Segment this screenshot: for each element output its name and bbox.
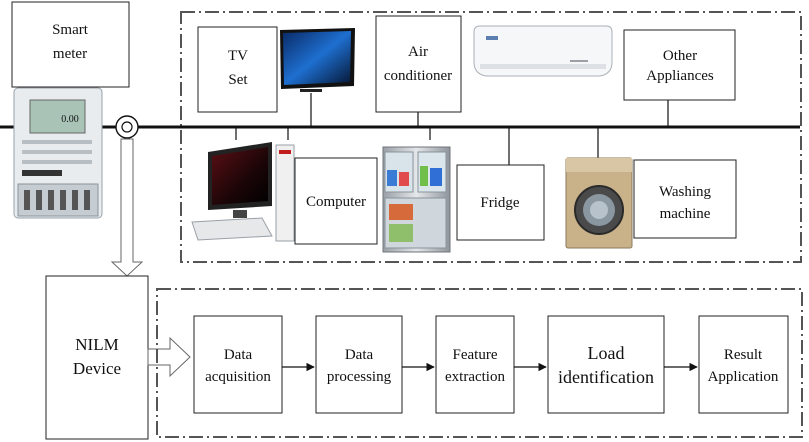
- computer-box: Computer: [294, 157, 378, 245]
- tv-icon: [280, 28, 355, 92]
- pipeline-step-result-application: Result Application: [698, 315, 789, 414]
- step-1-line-1: Data: [224, 347, 253, 363]
- fridge-box: Fridge: [456, 164, 545, 241]
- pipeline-step-load-identification: Load identification: [547, 315, 665, 414]
- pipeline-step-feature-extraction: Feature extraction: [435, 315, 515, 414]
- sensor-to-nilm-arrow: [110, 138, 144, 277]
- fridge-label: Fridge: [480, 195, 520, 211]
- ac-label-line-2: conditioner: [384, 68, 452, 84]
- step-3-line-1: Feature: [453, 347, 498, 363]
- step-4-line-2: identification: [558, 367, 654, 387]
- step-1-line-2: acquisition: [205, 369, 271, 385]
- nilm-label-line-2: Device: [73, 359, 121, 378]
- washing-machine-box: Washing machine: [633, 159, 737, 239]
- nilm-label-line-1: NILM: [75, 335, 118, 354]
- tv-set-box: TV Set: [197, 26, 278, 113]
- ac-label-line-1: Air: [408, 44, 428, 60]
- smart-meter-label-line-1: Smart: [52, 22, 89, 38]
- washing-machine-icon: [565, 157, 633, 249]
- washer-label-line-2: machine: [660, 206, 711, 222]
- air-conditioner-box: Air conditioner: [375, 15, 462, 113]
- air-conditioner-icon: [473, 25, 613, 77]
- washer-label-line-1: Washing: [659, 184, 712, 200]
- current-sensor-icon: [115, 115, 139, 139]
- step-5-line-1: Result: [724, 347, 763, 363]
- other-label-line-1: Other: [663, 48, 697, 64]
- pipeline-step-data-processing: Data processing: [315, 315, 403, 414]
- computer-label: Computer: [306, 194, 366, 210]
- step-2-line-1: Data: [345, 347, 374, 363]
- other-appliances-box: Other Appliances: [623, 29, 736, 101]
- pipeline-step-data-acquisition: Data acquisition: [193, 315, 283, 414]
- step-5-line-2: Application: [708, 369, 779, 385]
- tv-label-line-1: TV: [228, 48, 248, 64]
- nilm-to-pipeline-arrow: [147, 336, 191, 378]
- computer-icon: [191, 142, 295, 242]
- nilm-device-box: NILM Device: [45, 275, 149, 440]
- tv-label-line-2: Set: [228, 72, 248, 88]
- pipeline-frame: [156, 288, 803, 438]
- appliances-frame: [180, 11, 802, 263]
- step-3-line-2: extraction: [445, 369, 505, 385]
- step-2-line-2: processing: [327, 369, 392, 385]
- fridge-icon: [382, 146, 451, 253]
- smart-meter-label: Smart meter: [11, 1, 130, 88]
- other-label-line-2: Appliances: [646, 68, 714, 84]
- smart-meter-icon: 0.00: [13, 87, 103, 219]
- smart-meter-label-line-2: meter: [53, 46, 87, 62]
- meter-display-value: 0.00: [61, 114, 79, 125]
- step-4-line-1: Load: [588, 343, 625, 363]
